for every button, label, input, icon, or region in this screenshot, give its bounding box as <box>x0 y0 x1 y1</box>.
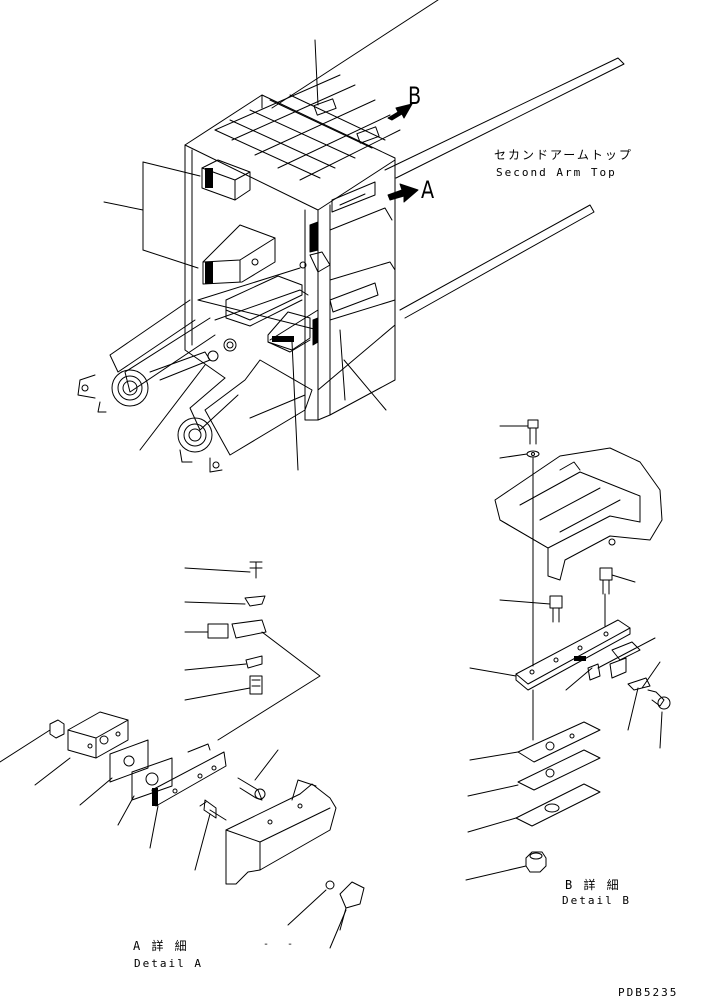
detail-b-drawing <box>494 419 671 873</box>
detail-a-drawing <box>49 561 365 931</box>
detail-a-title-jp: A 詳 細 <box>133 939 189 953</box>
detail-a-title-en: Detail A <box>134 957 203 970</box>
sheet-code: PDB5235 <box>618 986 679 999</box>
detail-b-title-en: Detail B <box>562 894 631 907</box>
stray-mark: - - <box>263 939 300 950</box>
view-marker-a: A <box>421 176 435 204</box>
second-arm-top-label-jp: セカンドアームトップ <box>494 148 633 162</box>
view-marker-b: B <box>408 82 422 110</box>
detail-b-title-jp: B 詳 細 <box>565 878 621 892</box>
view-arrow-b <box>387 103 413 121</box>
view-arrow-a <box>387 183 419 203</box>
leader-lines-detail-a <box>0 567 347 949</box>
leader-lines-detail-b <box>465 425 663 881</box>
arm-assembly <box>77 0 625 473</box>
second-arm-top-label-en: Second Arm Top <box>496 166 617 179</box>
leader-lines-main <box>103 161 387 471</box>
